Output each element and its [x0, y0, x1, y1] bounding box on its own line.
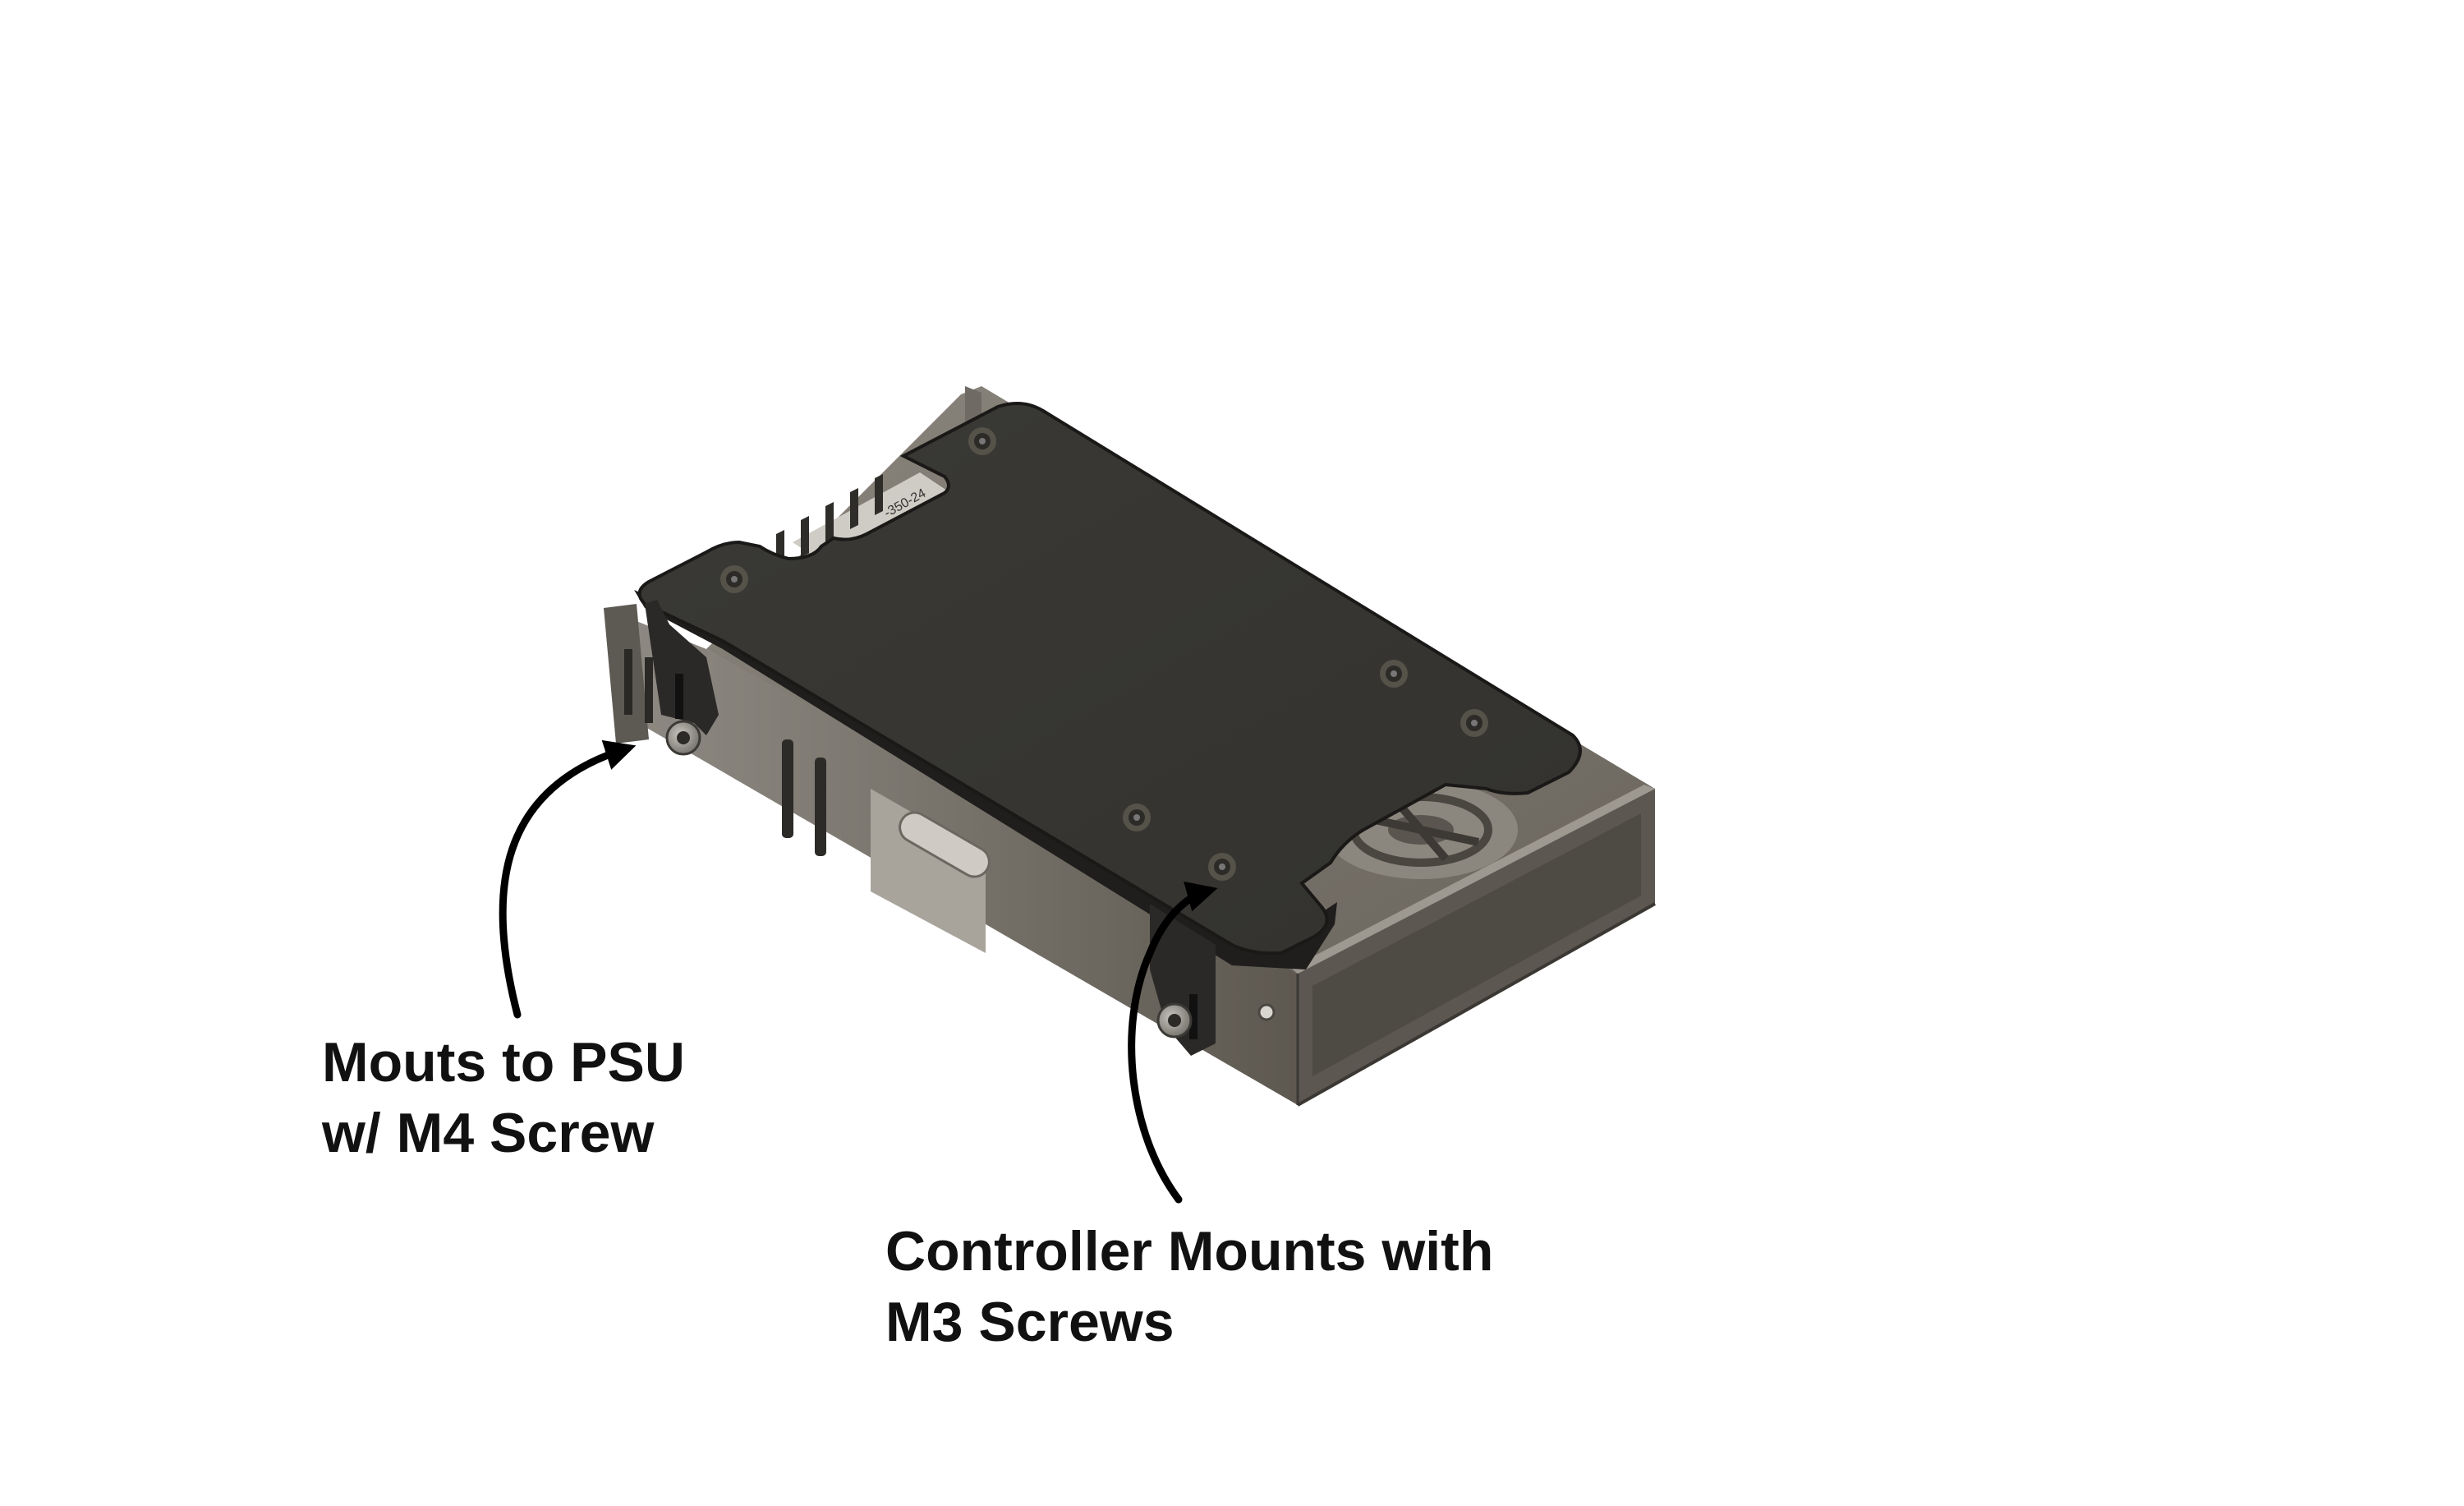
- callout-psu-line-2: w/ M4 Screw: [322, 1102, 655, 1164]
- m4-screw-right: [1156, 1002, 1193, 1039]
- end-face-screw-hole: [1257, 1003, 1276, 1021]
- m3-screw: [720, 565, 748, 593]
- callout-controller-mount: Controller Mounts with M3 Screws: [885, 1216, 1493, 1357]
- m3-screw: [1460, 709, 1488, 737]
- m3-screw-front: [1208, 853, 1236, 881]
- m3-screw: [1380, 660, 1408, 688]
- curved-arrow-icon: [499, 739, 637, 1019]
- psu-end-panel: [1312, 813, 1641, 1076]
- curved-arrow-icon: [1128, 881, 1218, 1204]
- callout-psu-line-1: Mouts to PSU: [322, 1031, 685, 1094]
- psu-end-bevel: [1291, 785, 1655, 974]
- callout-psu-mount: Mouts to PSU w/ M4 Screw: [322, 1027, 685, 1168]
- bracket-top: [637, 402, 1582, 956]
- m3-screw: [968, 427, 996, 455]
- vent-slot: [782, 739, 793, 838]
- callout-controller-line-2: M3 Screws: [885, 1291, 1175, 1353]
- bracket-left-tab: [645, 600, 719, 735]
- vent-slot: [815, 758, 826, 856]
- m3-screw: [1123, 804, 1151, 831]
- tube-handle: [899, 811, 991, 878]
- m4-screw-left: [665, 720, 701, 756]
- callout-controller-line-1: Controller Mounts with: [885, 1220, 1494, 1283]
